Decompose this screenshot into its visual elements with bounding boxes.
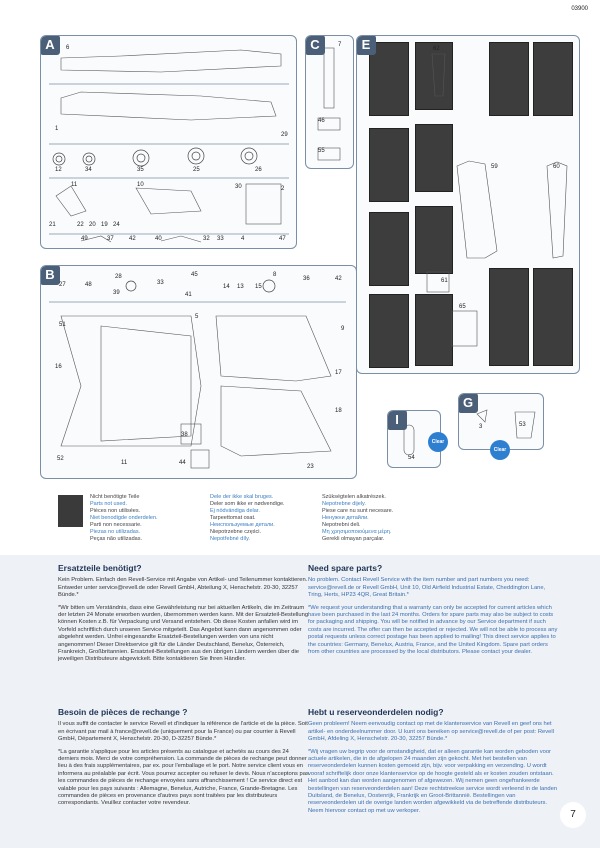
- part-label: 52: [57, 456, 64, 462]
- legend-col-1: Nicht benötigte Teile Parts not used. Pi…: [90, 494, 158, 542]
- part-label: 21: [49, 222, 56, 228]
- page-code: 03900: [571, 6, 588, 12]
- part-label: 62: [433, 46, 440, 52]
- part-label: 39: [113, 290, 120, 296]
- part-label: 26: [255, 167, 262, 173]
- part-label: 42: [335, 276, 342, 282]
- part-label: 59: [491, 164, 498, 170]
- part-label: 33: [157, 280, 164, 286]
- part-label: 30: [235, 184, 242, 190]
- sprue-e: E 62 59 60 61 65: [356, 35, 580, 374]
- sprue-g-tag: G: [459, 394, 478, 413]
- part-label: 2: [281, 186, 285, 192]
- part-label: 44: [179, 460, 186, 466]
- part-label: 10: [137, 182, 144, 188]
- sprue-e-tag: E: [357, 36, 376, 55]
- sprue-c: C 7 46 55: [305, 35, 354, 169]
- part-label: 54: [408, 455, 415, 461]
- section-de: Ersatzteile benötigt? Kein Problem. Einf…: [58, 563, 309, 663]
- part-label: 15: [255, 284, 262, 290]
- part-label: 17: [335, 370, 342, 376]
- clear-badge-i: Clear: [428, 432, 448, 452]
- sprue-b-tag: B: [41, 266, 60, 285]
- part-label: 14: [223, 284, 230, 290]
- part-label: 35: [137, 167, 144, 173]
- part-label: 27: [59, 282, 66, 288]
- part-label: 55: [318, 148, 325, 154]
- part-label: 20: [89, 222, 96, 228]
- part-label: 53: [519, 422, 526, 428]
- sprue-a: A 6 1 29 12 34 35 25 26 11 10 30 2 21 22…: [40, 35, 297, 249]
- part-label: 42: [129, 236, 136, 242]
- part-label: 36: [303, 276, 310, 282]
- part-label: 4: [241, 236, 245, 242]
- part-label: 34: [85, 167, 92, 173]
- legend-col-3: Szükségtelen alkatrészek. Nepotrebne dij…: [322, 494, 394, 542]
- part-label: 37: [107, 236, 114, 242]
- sprue-g-drawing: [476, 409, 536, 439]
- part-label: 25: [193, 167, 200, 173]
- part-label: 6: [66, 45, 70, 51]
- section-nl: Hebt u reserveonderdelen nodig? Geen pro…: [308, 707, 560, 820]
- part-label: 33: [217, 236, 224, 242]
- sprue-b-drawing: [49, 279, 346, 469]
- section-title: Hebt u reserveonderdelen nodig?: [308, 707, 444, 717]
- legend-col-2: Dele der ikke skal bruges. Deler som ikk…: [210, 494, 285, 542]
- part-label: 41: [185, 292, 192, 298]
- section-fr: Besoin de pièces de rechange ? Il vous s…: [58, 707, 309, 807]
- part-label: 49: [81, 236, 88, 242]
- part-label: 61: [441, 278, 448, 284]
- part-label: 51: [59, 322, 66, 328]
- part-label: 22: [77, 222, 84, 228]
- part-label: 65: [459, 304, 466, 310]
- part-label: 5: [195, 314, 199, 320]
- part-label: 12: [55, 167, 62, 173]
- part-label: 24: [113, 222, 120, 228]
- part-label: 9: [341, 326, 345, 332]
- part-label: 8: [273, 272, 277, 278]
- sprue-a-drawing: [49, 49, 289, 243]
- part-label: 28: [115, 274, 122, 280]
- part-label: 45: [191, 272, 198, 278]
- part-label: 11: [71, 182, 78, 188]
- sprue-i-drawing: [403, 424, 415, 456]
- part-label: 48: [85, 282, 92, 288]
- sprue-c-tag: C: [306, 36, 325, 55]
- part-label: 23: [307, 464, 314, 470]
- section-title: Besoin de pièces de rechange ?: [58, 707, 188, 717]
- sprue-c-drawing: [317, 47, 341, 161]
- part-label: 38: [181, 432, 188, 438]
- part-label: 29: [281, 132, 288, 138]
- section-en: Need spare parts? No problem. Contact Re…: [308, 563, 560, 661]
- page-number: 7: [560, 802, 586, 828]
- part-label: 13: [237, 284, 244, 290]
- part-label: 11: [121, 460, 128, 466]
- part-label: 7: [338, 42, 342, 48]
- section-title: Need spare parts?: [308, 563, 383, 573]
- part-label: 46: [318, 118, 325, 124]
- sprue-i-tag: I: [388, 411, 407, 430]
- sprue-b: B 28 27 48 39 33 45 41 14 13 15 8 36 42 …: [40, 265, 357, 479]
- part-label: 1: [55, 126, 59, 132]
- part-label: 3: [479, 424, 483, 430]
- spare-parts-info: Ersatzteile benötigt? Kein Problem. Einf…: [0, 555, 600, 848]
- section-title: Ersatzteile benötigt?: [58, 563, 142, 573]
- part-label: 32: [203, 236, 210, 242]
- sprue-a-tag: A: [41, 36, 60, 55]
- part-label: 19: [101, 222, 108, 228]
- unused-parts-swatch: [58, 495, 83, 527]
- sprue-e-drawing: [426, 53, 568, 347]
- part-label: 60: [553, 164, 560, 170]
- part-label: 18: [335, 408, 342, 414]
- part-label: 16: [55, 364, 62, 370]
- part-label: 47: [279, 236, 286, 242]
- clear-badge-g: Clear: [490, 440, 510, 460]
- part-label: 40: [155, 236, 162, 242]
